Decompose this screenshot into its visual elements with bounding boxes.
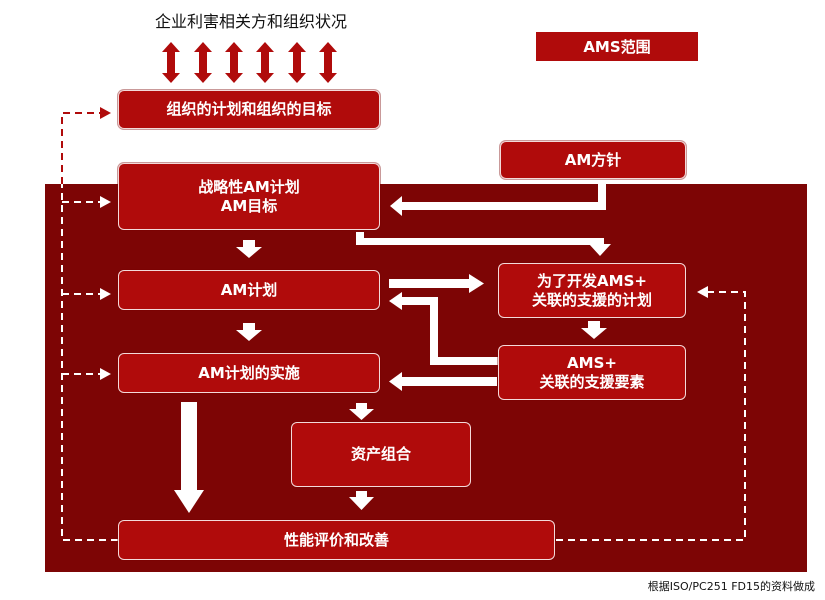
double-arrow-icon (194, 42, 212, 83)
implement-to-portfolio-arrow (349, 403, 374, 420)
strategic-to-support-arrow (356, 232, 611, 256)
support-elem-to-implement-arrow (389, 372, 497, 391)
stakeholder-arrows (162, 42, 337, 83)
org-plan-box: 组织的计划和组织的目标 (118, 90, 380, 129)
am-plan-box: AM计划 (118, 270, 380, 310)
portfolio-to-performance-arrow (349, 491, 374, 510)
implement-to-performance-arrow (174, 402, 204, 513)
right-feedback-head (697, 286, 708, 298)
asset-portfolio-label: 资产组合 (350, 445, 411, 463)
support-plan-box: 为了开发AMS+ 关联的支援的计划 (498, 263, 686, 318)
am-policy-box: AM方针 (500, 141, 686, 179)
double-arrow-icon (256, 42, 274, 83)
am-plan-label: AM计划 (220, 280, 278, 299)
left-feedback-loop (61, 112, 118, 541)
support-elements-box: AMS+ 关联的支援要素 (498, 345, 686, 400)
double-arrow-icon (319, 42, 337, 83)
right-feedback-loop (556, 291, 746, 541)
left-feedback-heads (100, 107, 111, 380)
asset-portfolio-box: 资产组合 (291, 422, 471, 487)
ams-scope-legend: AMS范围 (536, 32, 698, 61)
support-elements-line2: 关联的支援要素 (539, 372, 645, 391)
performance-label: 性能评价和改善 (283, 530, 389, 549)
support-elem-to-am-plan-arrow (389, 292, 498, 365)
double-arrow-icon (288, 42, 306, 83)
support-plan-line2: 关联的支援的计划 (531, 290, 652, 309)
stakeholder-title: 企业利害相关方和组织状况 (154, 12, 347, 31)
am-policy-label: AM方针 (564, 150, 622, 169)
support-elements-line1: AMS+ (567, 353, 617, 372)
support-plan-line1: 为了开发AMS+ (537, 271, 647, 290)
policy-to-strategic-arrow (390, 180, 606, 216)
performance-box: 性能评价和改善 (118, 520, 555, 560)
am-objectives-label: AM目标 (220, 196, 278, 215)
strategic-am-plan-label: 战略性AM计划 (198, 177, 300, 196)
support-plan-to-elem-arrow (581, 321, 607, 339)
source-note: 根据ISO/PC251 FD15的资料做成 (647, 580, 815, 593)
strategic-am-plan-box: 战略性AM计划 AM目标 (118, 163, 380, 230)
double-arrow-icon (162, 42, 180, 83)
double-arrow-icon (225, 42, 243, 83)
down-arrows-left (236, 240, 262, 341)
am-implementation-box: AM计划的实施 (118, 353, 380, 393)
am-plan-to-support-arrow (389, 274, 484, 293)
org-plan-label: 组织的计划和组织的目标 (166, 100, 332, 118)
am-implementation-label: AM计划的实施 (198, 363, 300, 382)
